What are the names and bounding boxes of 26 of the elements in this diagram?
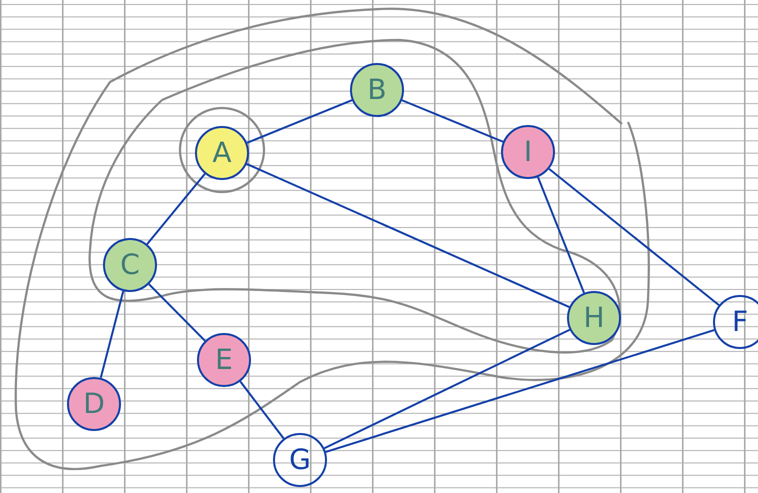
vertex-circle xyxy=(273,433,327,487)
vertex-label: C xyxy=(120,251,140,279)
connector-line xyxy=(100,290,124,378)
vertex-label: D xyxy=(83,390,105,418)
vertex-circle xyxy=(350,63,404,117)
connector-line xyxy=(402,99,504,143)
connector-line xyxy=(537,176,585,294)
vertex-circle xyxy=(197,333,251,387)
vertex-circle xyxy=(195,126,249,180)
vertex-circle xyxy=(67,377,121,431)
vertex-circle xyxy=(713,295,758,349)
connector-line xyxy=(246,99,352,144)
connector-line xyxy=(146,173,206,245)
vertex-label: H xyxy=(583,304,605,332)
vertex-label: G xyxy=(289,446,311,474)
vertex-circle xyxy=(501,125,555,179)
vertex-circle xyxy=(567,291,621,345)
vertex-label: I xyxy=(524,138,532,166)
vertex-label: A xyxy=(212,139,232,167)
vertex-label: F xyxy=(732,308,748,336)
connector-line xyxy=(246,163,570,308)
connector-line xyxy=(548,168,720,306)
connector-line xyxy=(240,380,284,440)
vertex-label: E xyxy=(215,346,233,374)
vertex-circle xyxy=(103,238,157,292)
vertex-label: B xyxy=(367,76,387,104)
